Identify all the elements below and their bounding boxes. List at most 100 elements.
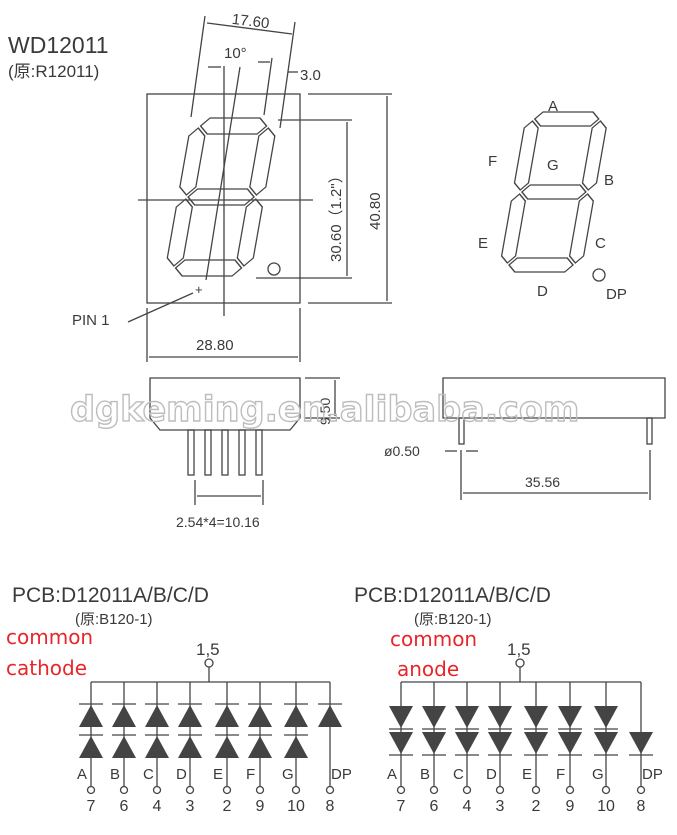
segment-label: A <box>77 766 87 783</box>
pin-terminal <box>86 785 96 795</box>
segment-e <box>500 193 527 264</box>
segment-f <box>179 127 206 196</box>
seven-segment-digit <box>166 117 276 277</box>
pin-number: 2 <box>532 798 541 815</box>
pin-number: 9 <box>256 798 265 815</box>
common-pin-terminal <box>204 658 214 668</box>
pin-terminal <box>636 785 646 795</box>
segment-label: G <box>282 766 294 783</box>
segment-label: C <box>595 235 606 252</box>
pin-number: 8 <box>637 798 646 815</box>
diode-icon <box>178 736 202 758</box>
segment-label: E <box>478 235 488 252</box>
segment-d <box>508 257 574 273</box>
segment-a <box>199 117 268 135</box>
dim-slant: 10° <box>224 45 247 62</box>
pin-terminal <box>396 785 406 795</box>
pin-terminal <box>222 785 232 795</box>
circuit-type: common <box>6 625 93 649</box>
diode-icon <box>284 705 308 727</box>
dim-width: 28.80 <box>196 337 234 354</box>
diode-icon <box>215 736 239 758</box>
circuit-common-cathode: PCB:D12011A/B/C/D (原:B120-1) common cath… <box>6 584 352 815</box>
pin1-mark: + <box>195 282 203 297</box>
circuit-type: anode <box>397 657 459 681</box>
pin-number: 3 <box>496 798 505 815</box>
diode-icon <box>455 706 479 728</box>
diode-icon <box>215 705 239 727</box>
diode-icon <box>455 732 479 754</box>
diode-icon <box>318 705 342 727</box>
segment-label: D <box>176 766 187 783</box>
segment-label: B <box>604 172 614 189</box>
pin-terminal <box>495 785 505 795</box>
diode-icon <box>488 732 512 754</box>
segment-label: B <box>420 766 430 783</box>
dim-pitch: 2.54*4=10.16 <box>176 514 260 530</box>
segment-f <box>513 120 539 191</box>
diode-icon <box>389 706 413 728</box>
diode-icon <box>629 732 653 754</box>
pcb-original: (原:B120-1) <box>414 611 492 628</box>
pin <box>255 429 263 476</box>
segment-b <box>249 127 276 196</box>
segment-label: B <box>110 766 120 783</box>
diode-icon <box>558 706 582 728</box>
pin-number: 4 <box>463 798 472 815</box>
pin-number: 6 <box>430 798 439 815</box>
diode-icon <box>389 732 413 754</box>
diode-icon <box>524 732 548 754</box>
pin-number: 4 <box>153 798 162 815</box>
pin-number: 7 <box>397 798 406 815</box>
diode-icon <box>284 736 308 758</box>
diode-icon <box>594 706 618 728</box>
diode-icon <box>178 705 202 727</box>
common-pin: 1,5 <box>196 640 220 659</box>
diode-icon <box>422 706 446 728</box>
diode-icon <box>112 705 136 727</box>
segment-g <box>187 188 255 206</box>
diode-icon <box>524 706 548 728</box>
dim-digit-width: 17.60 <box>231 11 270 32</box>
diode-icon <box>558 732 582 754</box>
segment-c <box>236 198 264 267</box>
segment-label: DP <box>331 766 352 783</box>
segment-label: E <box>213 766 223 783</box>
dim-thickness: 9.50 <box>317 398 333 425</box>
pin <box>238 429 246 476</box>
pin-terminal <box>291 785 301 795</box>
segment-label: E <box>522 766 532 783</box>
pcb-label: PCB:D12011A/B/C/D <box>12 584 209 607</box>
pin-number: 3 <box>186 798 195 815</box>
circuit-common-anode: PCB:D12011A/B/C/D (原:B120-1) common anod… <box>354 584 663 815</box>
segment-label: F <box>246 766 255 783</box>
pin-terminal <box>152 785 162 795</box>
segment-label: F <box>556 766 565 783</box>
watermark: dgkeming.en.alibaba.com <box>70 390 579 430</box>
pin-number: 7 <box>87 798 96 815</box>
segment-label: D <box>486 766 497 783</box>
segment-label: F <box>488 153 497 170</box>
front-view: 17.60 10° 3.0 40.80 30.60（1.2"） 28.80 + … <box>72 11 392 362</box>
pin-terminal <box>601 785 611 795</box>
common-pin-terminal <box>515 658 525 668</box>
pin-number: 2 <box>223 798 232 815</box>
diode-icon <box>79 705 103 727</box>
diode-icon <box>112 736 136 758</box>
pin <box>187 429 195 476</box>
segment-label: C <box>453 766 464 783</box>
segment-g <box>520 184 587 200</box>
dim-pin-diameter: ø0.50 <box>384 443 420 459</box>
diode-icon <box>79 736 103 758</box>
pin <box>221 429 229 476</box>
pin-terminal <box>531 785 541 795</box>
segment-c <box>568 193 595 264</box>
segment-label: C <box>143 766 154 783</box>
pin-number: 10 <box>597 798 615 815</box>
segment-label: DP <box>642 766 663 783</box>
model-original: (原:R12011) <box>8 62 99 81</box>
pin <box>204 429 212 476</box>
segment-label: G <box>547 157 559 174</box>
pin-terminal <box>462 785 472 795</box>
